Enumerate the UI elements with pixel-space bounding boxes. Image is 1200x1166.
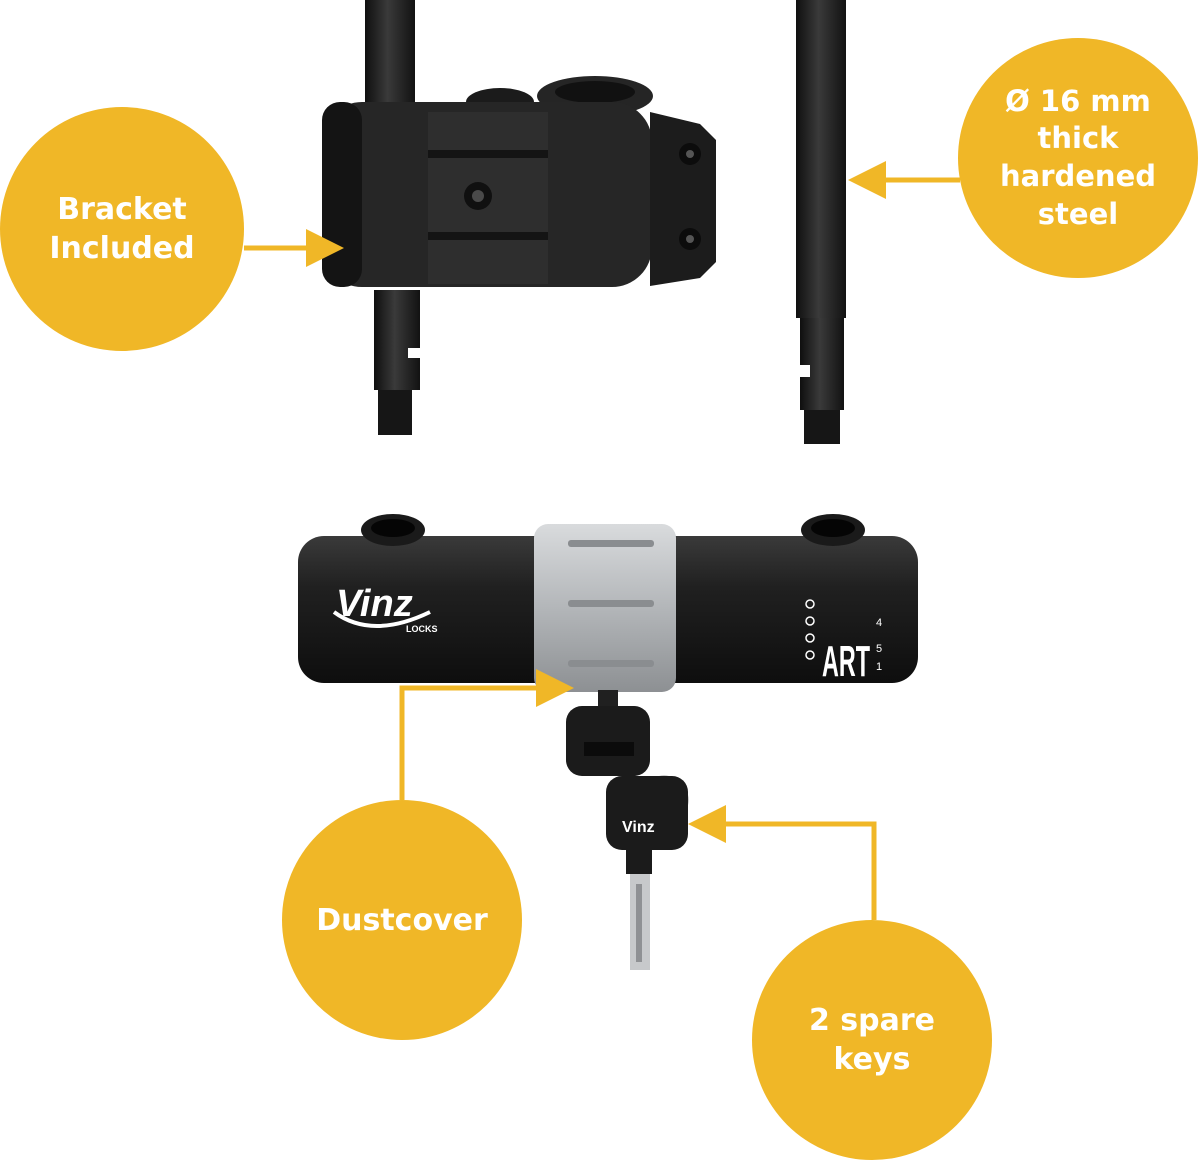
callout-spare-keys: 2 spare keys xyxy=(752,920,992,1160)
leader-keys xyxy=(688,805,877,920)
art-digit-2: 5 xyxy=(876,643,882,655)
brand-logo-text: Vinz xyxy=(336,583,413,625)
keys: Vinz xyxy=(566,690,689,970)
callout-hardened-steel: Ø 16 mm thick hardened steel xyxy=(958,38,1198,278)
leader-steel xyxy=(848,161,960,199)
bracket xyxy=(322,76,716,287)
leader-dustcover xyxy=(399,669,574,800)
left-shackle-leg xyxy=(365,0,424,435)
brand-sub-text: LOCKS xyxy=(406,624,438,634)
callout-dustcover: Dustcover xyxy=(282,800,522,1040)
dustcover-sleeve xyxy=(534,524,676,692)
art-marking: ART 4 5 1 xyxy=(805,599,882,686)
art-digit-1: 4 xyxy=(876,617,882,629)
art-digit-3: 1 xyxy=(876,661,882,673)
key-brand-text: Vinz xyxy=(622,819,655,836)
vinz-logo: Vinz LOCKS xyxy=(332,583,438,634)
leader-bracket xyxy=(244,229,344,267)
art-model-text: ART xyxy=(822,637,870,686)
right-shackle-leg xyxy=(796,0,846,444)
callout-bracket-included: Bracket Included xyxy=(0,107,244,351)
